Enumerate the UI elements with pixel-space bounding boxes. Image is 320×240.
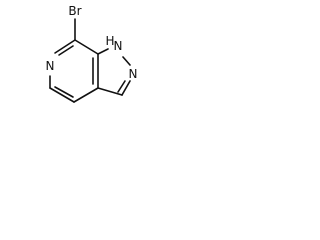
bond-c7a-c7 (74, 39, 99, 55)
bond-c7-n6-inner (58, 45, 74, 56)
bond-c5-c4 (49, 87, 75, 103)
bond-c3-c3a (97, 87, 123, 96)
bond-n2-c3 (121, 80, 131, 96)
bond-c7a-n1 (97, 48, 109, 55)
atom-label-pyrazole-nitrogen: N (129, 67, 138, 81)
atom-label-bromine: Br (68, 4, 81, 18)
atom-label-nh-nitrogen: N (114, 39, 123, 53)
bond-c4-c3a (73, 87, 99, 103)
bond-c7-n6 (54, 39, 76, 54)
bond-c5-c4-inner (54, 86, 74, 98)
bond-n2-c3-inner (117, 80, 126, 93)
atom-label-pyridine-nitrogen: N (46, 59, 55, 73)
bond-n1-n2 (122, 56, 131, 66)
chemical-structure: Br N H N N (46, 4, 138, 103)
atom-label-nh-hydrogen: H (105, 34, 114, 48)
